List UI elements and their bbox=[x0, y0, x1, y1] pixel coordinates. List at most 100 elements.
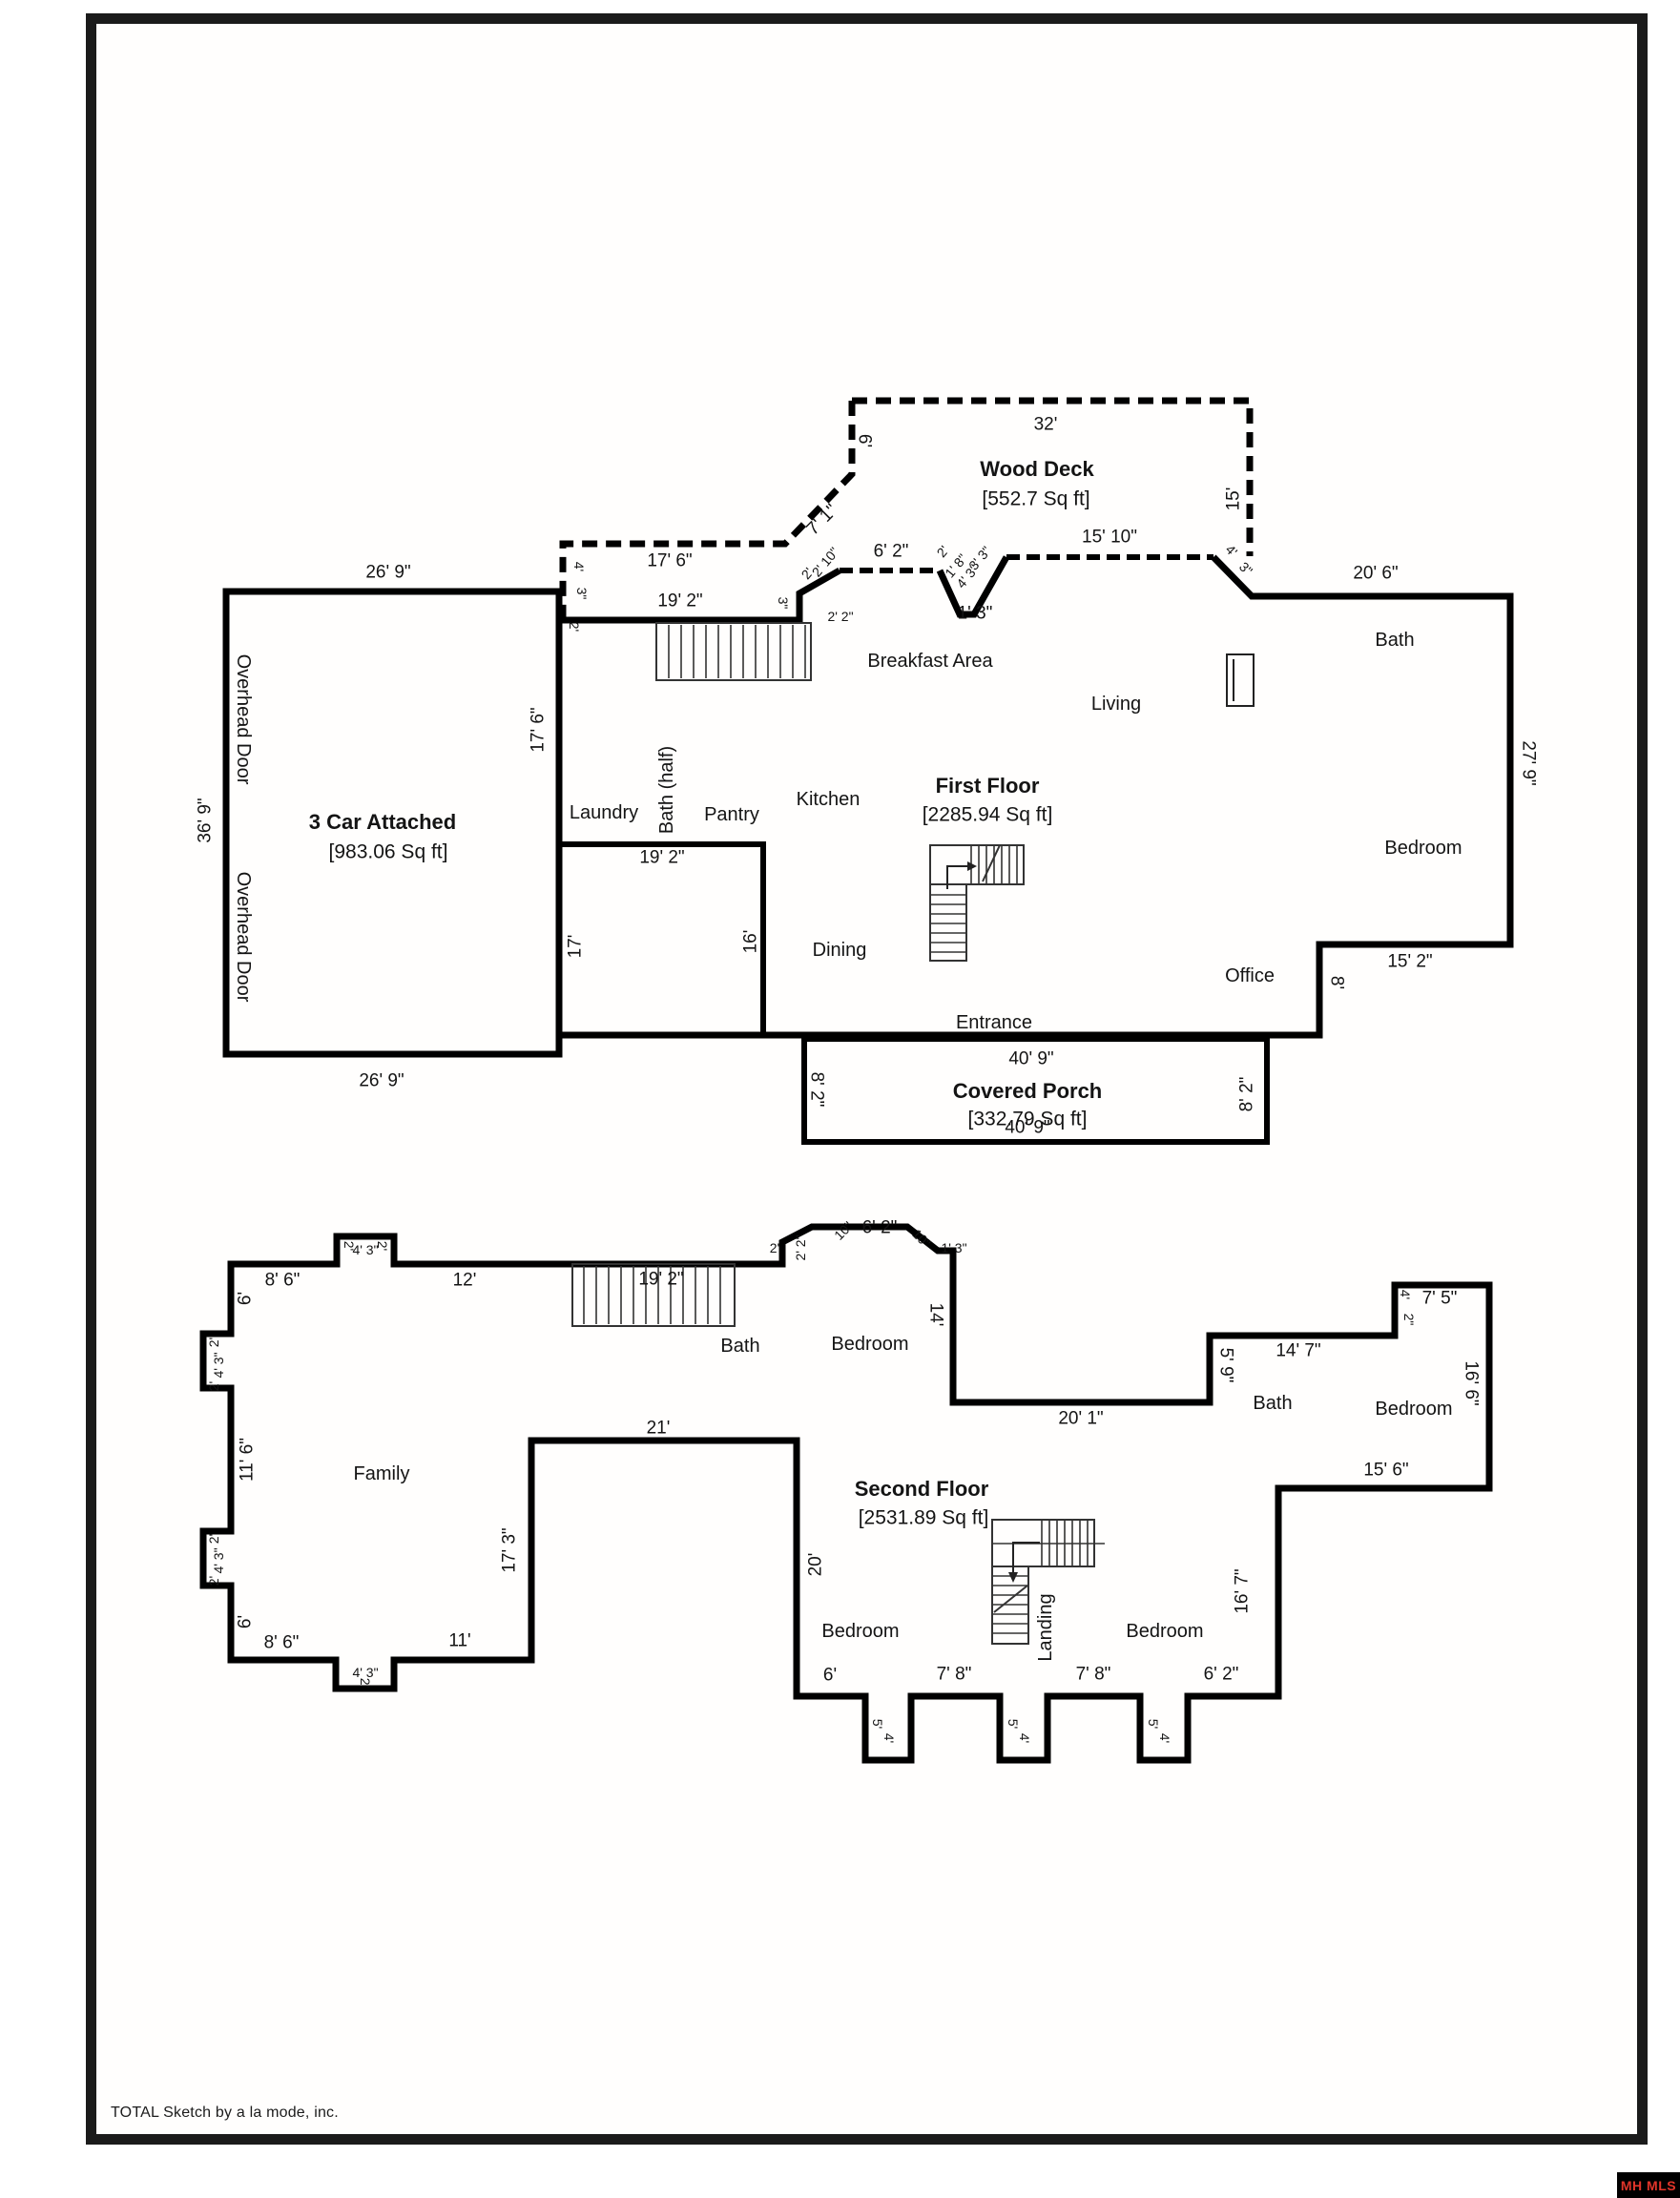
label-rooms-bedroom-3: Bedroom bbox=[1384, 838, 1462, 859]
second-floor-stair-strip bbox=[571, 1263, 736, 1327]
sketch-page-border bbox=[86, 13, 1648, 2145]
label-rooms-bath-16: Bath bbox=[1253, 1393, 1293, 1414]
label-dims-16-18: 16' bbox=[740, 929, 761, 954]
label-small-4-3-20: 4' 3" bbox=[211, 1547, 226, 1574]
footer-credit: TOTAL Sketch by a la mode, inc. bbox=[111, 2105, 339, 2121]
label-dims-6-28: 6' bbox=[235, 1614, 256, 1629]
covered-porch-outline bbox=[801, 1036, 1270, 1145]
label-dims-14-7-39: 14' 7" bbox=[1276, 1340, 1321, 1361]
label-small-2-10-4: 2' 10" bbox=[808, 544, 842, 580]
label-small-4-11: 4' bbox=[1222, 541, 1241, 560]
label-areas-2531-89-sq-ft-4: [2531.89 Sq ft] bbox=[858, 1506, 989, 1529]
label-small-2-24: 2' bbox=[769, 1240, 780, 1255]
label-small-2-21: 2' bbox=[206, 1575, 221, 1586]
label-rooms-living-1: Living bbox=[1090, 694, 1142, 715]
deck-edge-dashed bbox=[840, 554, 1213, 573]
label-small-5-33: 5' bbox=[1006, 1718, 1021, 1730]
label-dims-40-9-19: 40' 9" bbox=[1008, 1048, 1054, 1069]
label-dims-5-9-38: 5' 9" bbox=[1215, 1347, 1236, 1383]
label-dims-8-6-24: 8' 6" bbox=[264, 1270, 301, 1291]
label-rooms-bedroom-17: Bedroom bbox=[1375, 1399, 1453, 1420]
label-small-2-2-25: 2' 2" bbox=[793, 1234, 808, 1261]
label-small-4-34: 4' bbox=[1017, 1732, 1032, 1744]
label-dims-26-9-9: 26' 9" bbox=[359, 1070, 404, 1091]
label-small-2-2: 2' bbox=[567, 621, 582, 632]
label-rooms-overhead-door-12: Overhead Door bbox=[233, 871, 254, 1003]
label-small-5-31: 5' bbox=[870, 1718, 885, 1730]
label-titles-3-car-attached-1: 3 Car Attached bbox=[308, 810, 457, 834]
label-titles-second-floor-4: Second Floor bbox=[854, 1477, 989, 1501]
label-dims-17-6-11: 17' 6" bbox=[528, 707, 549, 753]
label-dims-6-44: 6' bbox=[822, 1665, 838, 1686]
first-floor-outline bbox=[555, 554, 1514, 1039]
label-dims-14-36: 14' bbox=[925, 1302, 946, 1327]
garage-outline bbox=[222, 588, 563, 1058]
label-rooms-pantry-8: Pantry bbox=[704, 804, 759, 825]
label-rooms-bath-2: Bath bbox=[1375, 630, 1415, 651]
wood-deck-outline bbox=[559, 397, 1254, 620]
label-rooms-breakfast-area-0: Breakfast Area bbox=[867, 651, 993, 672]
label-small-10-27: 10" bbox=[909, 1226, 934, 1251]
label-dims-40-9-20: 40' 9" bbox=[1005, 1117, 1050, 1138]
label-dims-6-26: 6' bbox=[235, 1291, 256, 1306]
label-small-2-15: 2' bbox=[375, 1240, 390, 1252]
first-floor-stairs bbox=[929, 844, 1025, 962]
label-dims-6-2-3: 6' 2" bbox=[873, 541, 909, 562]
label-dims-32-0: 32' bbox=[1033, 414, 1058, 435]
label-small-4-32: 4' bbox=[881, 1732, 897, 1744]
label-dims-20-6-12: 20' 6" bbox=[1353, 563, 1399, 584]
label-small-3-12: 3" bbox=[1235, 558, 1256, 579]
label-areas-2285-94-sq-ft-2: [2285.94 Sq ft] bbox=[922, 803, 1053, 826]
label-dims-6-2-35: 6' 2" bbox=[861, 1217, 898, 1238]
label-dims-1-3-23: 1' 3" bbox=[957, 603, 993, 624]
label-dims-19-2-7: 19' 2" bbox=[657, 591, 703, 612]
label-areas-552-7-sq-ft-0: [552.7 Sq ft] bbox=[982, 487, 1090, 510]
label-small-4-36: 4' bbox=[1157, 1732, 1172, 1744]
label-titles-covered-porch-3: Covered Porch bbox=[952, 1079, 1103, 1103]
label-rooms-kitchen-5: Kitchen bbox=[796, 789, 861, 810]
label-areas-983-06-sq-ft-1: [983.06 Sq ft] bbox=[328, 840, 448, 863]
second-floor-outline bbox=[199, 1223, 1493, 1764]
label-dims-15-10-2: 15' 10" bbox=[1082, 527, 1137, 548]
label-rooms-entrance-10: Entrance bbox=[955, 1012, 1033, 1033]
label-rooms-family-13: Family bbox=[353, 1463, 410, 1484]
label-rooms-landing-20: Landing bbox=[1035, 1593, 1056, 1662]
label-small-2-18: 2' bbox=[206, 1380, 221, 1392]
label-dims-21-32: 21' bbox=[646, 1418, 671, 1439]
label-dims-19-2-31: 19' 2" bbox=[638, 1269, 684, 1290]
label-rooms-overhead-door-11: Overhead Door bbox=[233, 653, 254, 785]
label-small-1-3-28: 1' 3" bbox=[941, 1240, 967, 1255]
label-dims-8-6-29: 8' 6" bbox=[263, 1632, 300, 1653]
label-dims-11-6-27: 11' 6" bbox=[237, 1438, 258, 1482]
label-titles-first-floor-2: First Floor bbox=[935, 774, 1040, 798]
label-dims-12-25: 12' bbox=[452, 1270, 477, 1291]
label-small-3-5: 3" bbox=[776, 596, 791, 610]
label-small-2-19: 2' bbox=[206, 1533, 221, 1545]
label-small-2-23: 2' bbox=[358, 1677, 373, 1689]
label-small-2-16: 2' bbox=[206, 1337, 221, 1348]
second-floor-stairs bbox=[991, 1519, 1105, 1645]
label-titles-wood-deck-0: Wood Deck bbox=[980, 457, 1094, 481]
label-rooms-office-4: Office bbox=[1225, 965, 1275, 986]
label-dims-20-1-37: 20' 1" bbox=[1058, 1408, 1104, 1429]
label-small-5-35: 5' bbox=[1146, 1718, 1161, 1730]
label-dims-15-1: 15' bbox=[1223, 487, 1244, 511]
label-dims-17-17: 17' bbox=[565, 934, 586, 959]
label-dims-17-6-4: 17' 6" bbox=[647, 550, 693, 571]
label-dims-16-6-41: 16' 6" bbox=[1461, 1360, 1482, 1406]
label-small-3-1: 3" bbox=[574, 587, 590, 600]
label-small-2-30: 2" bbox=[1401, 1313, 1417, 1326]
label-rooms-bedroom-15: Bedroom bbox=[831, 1334, 909, 1355]
breakfast-nook-wall bbox=[936, 555, 1010, 618]
fireplace bbox=[1226, 653, 1255, 707]
label-rooms-bedroom-18: Bedroom bbox=[821, 1621, 900, 1642]
first-floor-interior-walls bbox=[559, 841, 766, 1035]
label-rooms-dining-9: Dining bbox=[812, 940, 867, 961]
label-dims-27-9-13: 27' 9" bbox=[1518, 740, 1539, 786]
label-small-10-26: 10" bbox=[831, 1218, 856, 1243]
label-rooms-bedroom-19: Bedroom bbox=[1126, 1621, 1204, 1642]
label-areas-332-79-sq-ft-3: [332.79 Sq ft] bbox=[967, 1108, 1088, 1130]
label-dims-20-34: 20' bbox=[805, 1552, 826, 1577]
